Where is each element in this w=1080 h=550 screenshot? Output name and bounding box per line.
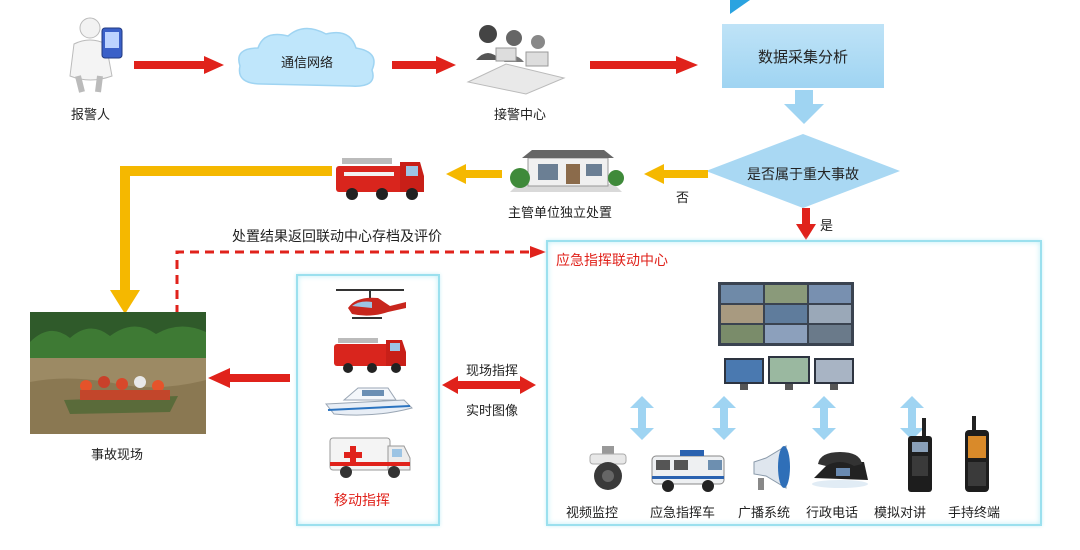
command-vehicle-icon [651, 450, 725, 492]
arrow-decision-independent [644, 164, 708, 184]
decision-diamond [706, 134, 900, 208]
network-cloud-icon [238, 27, 375, 87]
yes-label: 是 [820, 219, 834, 234]
arrow-network-callcenter [392, 56, 456, 74]
dome-camera-icon [589, 446, 627, 490]
device-link-arrow-4 [900, 396, 924, 440]
device-label-video: 视频监控 [566, 506, 619, 521]
arrow-independent-firetruck [446, 164, 502, 184]
video-wall-icon [718, 282, 854, 346]
arrow-decision-center [796, 208, 816, 240]
analog-radio-icon [908, 418, 932, 492]
workstation-monitors-icon [724, 356, 854, 390]
network-label: 通信网络 [280, 56, 333, 71]
arrow-caller-network [134, 56, 224, 74]
handheld-terminal-icon [965, 416, 989, 492]
data-analysis-label: 数据采集分析 [757, 47, 848, 66]
device-link-arrow-1 [630, 396, 654, 440]
fire-truck-icon [336, 158, 424, 200]
device-link-arrow-3 [812, 396, 836, 440]
device-label-vehicle: 应急指挥车 [650, 506, 716, 521]
data-analysis-box: 数据采集分析 [722, 24, 884, 88]
arrow-callcenter-analysis [590, 56, 698, 74]
arrow-mobile-scene [208, 368, 290, 388]
emergency-center-title: 应急指挥联动中心 [556, 253, 668, 269]
link-bottom-label: 实时图像 [466, 404, 519, 419]
call-center-operators-icon [466, 25, 566, 95]
loudspeaker-icon [753, 445, 790, 490]
no-label: 否 [676, 191, 690, 206]
mobile-command-label: 移动指挥 [334, 493, 390, 509]
decision-label: 是否属于重大事故 [747, 167, 859, 183]
caller-person-icon [69, 17, 123, 93]
feedback-label: 处置结果返回联动中心存档及评价 [232, 229, 442, 245]
patrol-boat-icon [325, 387, 413, 416]
feedback-dashed-line [175, 246, 546, 314]
device-link-arrow-2 [712, 396, 736, 440]
desk-phone-icon [812, 452, 868, 488]
accident-scene-photo [30, 312, 206, 434]
ambulance-icon [329, 437, 411, 478]
device-label-phone: 行政电话 [806, 506, 859, 521]
link-top-label: 现场指挥 [466, 364, 519, 379]
device-label-broadcast: 广播系统 [738, 506, 791, 521]
device-label-terminal: 手持终端 [948, 506, 1001, 521]
corner-accent [730, 0, 750, 14]
device-label-radio: 模拟对讲 [874, 506, 927, 521]
scene-label: 事故现场 [91, 448, 144, 463]
authority-building-icon [510, 150, 624, 192]
arrow-mobile-center-bidirectional [442, 376, 536, 394]
independent-label: 主管单位独立处置 [508, 206, 613, 221]
mobile-fire-truck-icon [334, 338, 406, 373]
caller-label: 报警人 [71, 108, 111, 123]
arrow-analysis-decision [784, 90, 824, 124]
helicopter-icon [336, 289, 406, 319]
call-center-label: 接警中心 [494, 108, 547, 123]
arrow-firetruck-scene [110, 166, 332, 314]
